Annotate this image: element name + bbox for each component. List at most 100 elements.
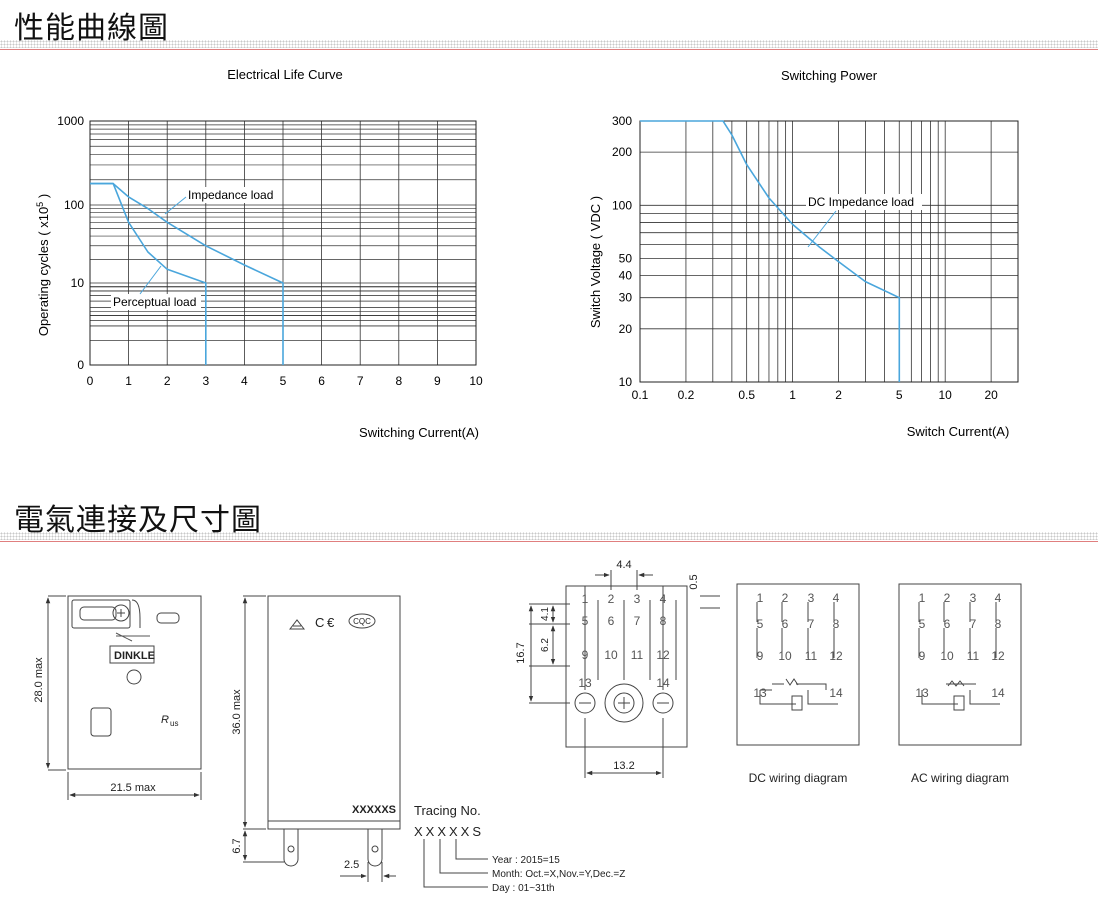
pin-label: 8 — [660, 614, 667, 628]
brand-label: DINKLE — [114, 650, 155, 662]
dim-44-label: 4.4 — [616, 560, 631, 571]
y-tick-label: 1000 — [57, 114, 84, 128]
dc-caption: DC wiring diagram — [749, 771, 848, 785]
product-marking: XXXXXS — [352, 804, 396, 816]
y-tick-label: 10 — [71, 276, 85, 290]
dim-28-label: 28.0 max — [33, 657, 45, 703]
ce-mark: C € — [315, 615, 335, 630]
x-axis-label: Switch Current(A) — [907, 424, 1010, 439]
x-tick-label: 7 — [357, 374, 364, 388]
x-tick-label: 0.1 — [632, 388, 649, 402]
dim-215-label: 21.5 max — [110, 782, 156, 794]
relay-side-view — [45, 595, 202, 800]
title-rule-dotted — [0, 40, 1098, 48]
ul-sub: us — [170, 719, 178, 728]
pin-label: 8 — [995, 617, 1002, 631]
pin-label: 12 — [829, 649, 843, 663]
y-tick-label: 0 — [77, 358, 84, 372]
dim-25-label: 2.5 — [344, 859, 359, 871]
x-tick-label: 10 — [469, 374, 483, 388]
pin-label: 1 — [582, 592, 589, 606]
pin-label: 5 — [757, 617, 764, 631]
y-tick-label: 200 — [612, 145, 632, 159]
pin-label: 13 — [915, 686, 929, 700]
plot-frame — [639, 120, 1019, 383]
pin-label: 6 — [782, 617, 789, 631]
series-label-perceptual: Perceptual load — [113, 295, 196, 309]
pin-label: 9 — [757, 649, 764, 663]
pin-label: 8 — [833, 617, 840, 631]
chart-grid — [639, 120, 1019, 383]
pin-label: 10 — [604, 648, 618, 662]
x-tick-label: 3 — [202, 374, 209, 388]
pin-label: 11 — [967, 649, 980, 663]
pin-label: 12 — [991, 649, 1005, 663]
pin-label: 6 — [608, 614, 615, 628]
pin-label: 2 — [782, 591, 789, 605]
y-tick-label: 40 — [619, 269, 633, 283]
series-line-0 — [640, 120, 901, 382]
leader-line — [807, 210, 837, 248]
pin-label: 9 — [582, 648, 589, 662]
pin-label: 5 — [582, 614, 589, 628]
pin-label: 11 — [805, 649, 818, 663]
x-axis-label: Switching Current(A) — [359, 425, 479, 440]
pin-label: 1 — [757, 591, 764, 605]
dim-41-label: 4.1 — [540, 607, 551, 621]
pin-label: 14 — [829, 686, 843, 700]
relay-front-view — [242, 595, 401, 882]
pin-label: 3 — [808, 591, 815, 605]
dim-67-label: 6.7 — [231, 838, 243, 853]
dc-wiring-diagram — [736, 583, 860, 746]
y-tick-label: 100 — [64, 198, 84, 212]
x-tick-label: 5 — [280, 374, 287, 388]
pin-label: 13 — [578, 676, 592, 690]
chart-series — [89, 182, 284, 365]
pin-label: 3 — [970, 591, 977, 605]
y-tick-label: 10 — [619, 375, 633, 389]
pin-label: 6 — [944, 617, 951, 631]
annotation-bg — [186, 187, 280, 203]
annotation-bg — [111, 294, 201, 310]
title-rule-dotted — [0, 532, 1098, 540]
pin-label: 2 — [944, 591, 951, 605]
x-tick-label: 0.5 — [738, 388, 755, 402]
y-tick-label: 30 — [619, 291, 633, 305]
y-tick-label: 300 — [612, 114, 632, 128]
pin-label: 7 — [970, 617, 977, 631]
relay-dimension-drawing: DINKLE R us 28.0 max 21.5 max C € CQC 36… — [33, 560, 1022, 894]
tracing-label: Tracing No. — [414, 803, 481, 818]
series-label-impedance: Impedance load — [188, 188, 273, 202]
pin-label: 10 — [940, 649, 954, 663]
relay-bottom-view — [528, 570, 720, 778]
y-tick-label: 50 — [619, 251, 633, 265]
dim-05-label: 0.5 — [688, 574, 700, 589]
chart-title: Switching Power — [781, 68, 878, 83]
x-tick-label: 2 — [164, 374, 171, 388]
annotation-bg — [806, 194, 922, 210]
tracing-code: XXXXXS — [414, 824, 484, 839]
dim-132-label: 13.2 — [613, 760, 634, 772]
pin-label: 4 — [660, 592, 667, 606]
pin-label: 9 — [919, 649, 926, 663]
x-tick-label: 9 — [434, 374, 441, 388]
x-tick-label: 2 — [835, 388, 842, 402]
x-tick-label: 5 — [896, 388, 903, 402]
tracing-legend-lines — [423, 839, 488, 888]
x-tick-label: 8 — [395, 374, 402, 388]
x-tick-label: 1 — [125, 374, 132, 388]
x-tick-label: 0 — [87, 374, 94, 388]
pin-label: 1 — [919, 591, 926, 605]
legend-month: Month: Oct.=X,Nov.=Y,Dec.=Z — [492, 869, 625, 880]
series-line-1 — [89, 182, 207, 365]
y-axis-label: Switch Voltage ( VDC ) — [588, 196, 603, 328]
pin-label: 14 — [991, 686, 1005, 700]
title-rule-red — [0, 49, 1098, 50]
x-tick-label: 0.2 — [678, 388, 695, 402]
dim-36-label: 36.0 max — [231, 689, 243, 735]
